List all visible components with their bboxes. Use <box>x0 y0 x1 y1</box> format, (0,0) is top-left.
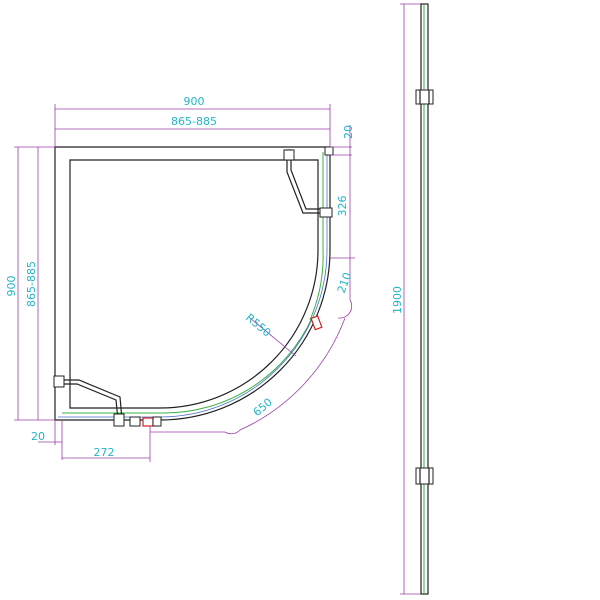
label-width-inner: 865-885 <box>171 115 217 128</box>
glass-door-curved <box>62 317 313 414</box>
side-hinge-bottom <box>415 467 434 485</box>
label-bottom-segment: 272 <box>94 446 115 459</box>
label-width-outer: 900 <box>184 95 205 108</box>
side-hinge-top <box>415 89 434 105</box>
label-right-return: 210 <box>335 271 354 295</box>
tray-inner-outline <box>69 159 319 409</box>
side-elevation: 1900 <box>391 3 434 595</box>
label-right-segment: 326 <box>336 196 349 217</box>
door-roller-bottom <box>129 416 141 427</box>
label-top-right-offset: 20 <box>342 125 355 139</box>
label-arc-door: 650 <box>251 396 275 419</box>
tray-outline <box>54 146 331 421</box>
dimension-labels: 900 865-885 20 326 210 R550 650 900 865-… <box>5 95 355 459</box>
right-bracket <box>319 207 333 218</box>
door-handle-bottom <box>142 417 154 427</box>
glass-door-track <box>58 152 328 418</box>
bottom-wall-brace <box>57 379 123 421</box>
dimension-lines <box>14 104 355 462</box>
glass-panel-fixed-right <box>309 152 324 321</box>
label-bottom-left-offset: 20 <box>31 430 45 443</box>
door-roller-bottom-2 <box>152 416 162 427</box>
label-side-height: 1900 <box>391 286 404 314</box>
door-handle-right <box>310 315 323 331</box>
top-bracket <box>283 149 295 161</box>
label-height-outer: 900 <box>5 276 18 297</box>
plan-view <box>53 146 334 427</box>
top-corner-bracket <box>324 146 334 156</box>
label-radius: R550 <box>243 311 273 339</box>
bottom-bracket <box>113 413 125 427</box>
left-bracket <box>53 375 65 388</box>
label-height-inner: 865-885 <box>25 261 38 307</box>
